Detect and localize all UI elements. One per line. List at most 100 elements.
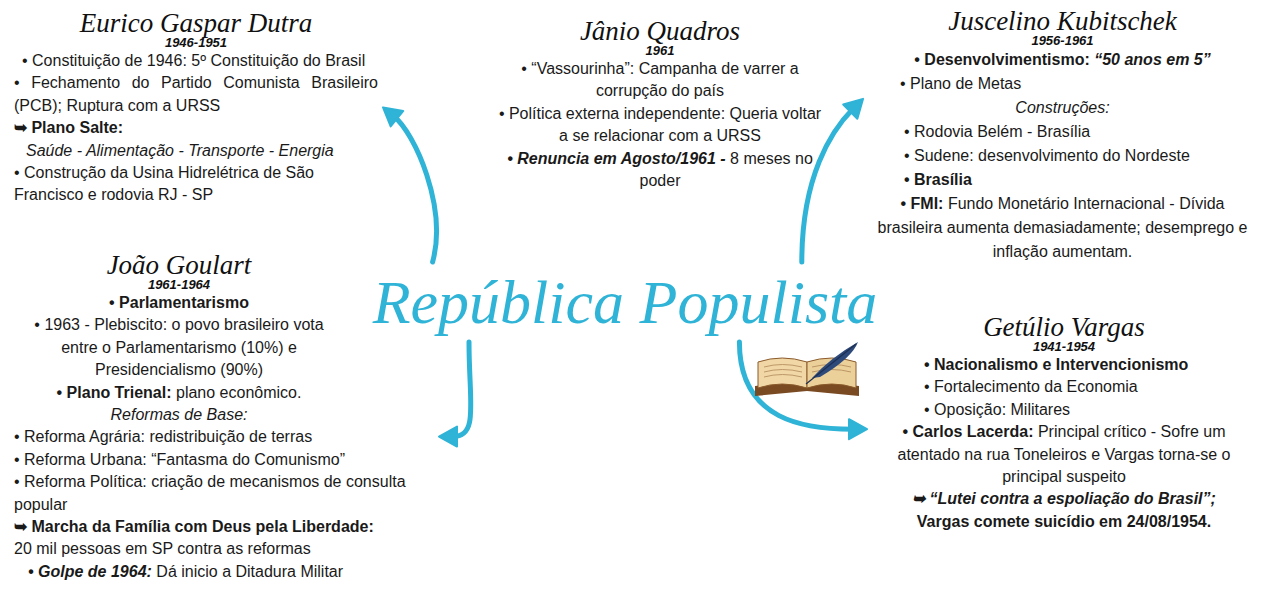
president-section: Juscelino Kubitschek1956-1961• Desenvolv… bbox=[868, 6, 1257, 264]
bullet-text: plano econômico. bbox=[176, 384, 301, 401]
text-line: • Carlos Lacerda:Principal crítico - Sof… bbox=[872, 421, 1256, 488]
text-line: 1961 bbox=[495, 43, 825, 58]
bullet-text: • Política externa independente: Queria … bbox=[499, 105, 821, 144]
bullet-text: 20 mil pessoas em SP contra as reformas bbox=[14, 538, 434, 560]
main-title: República Populista bbox=[373, 268, 878, 336]
text-line: Reformas de Base: bbox=[14, 404, 434, 426]
text-line: 1946-1951 bbox=[14, 35, 378, 50]
text-line: ➥ Plano Salte: bbox=[14, 117, 378, 139]
text-line: • “Vassourinha”: Campanha de varrer a co… bbox=[495, 58, 825, 103]
text-line: • Oposição: Militares bbox=[872, 399, 1256, 421]
bullet-text: Saúde - Alimentação - Transporte - Energ… bbox=[26, 142, 334, 159]
text-line: • Sudene: desenvolvimento do Nordeste bbox=[868, 144, 1257, 168]
bullet-text: • Renuncia em Agosto/1961 - bbox=[507, 150, 725, 167]
text-line: • Fechamento do Partido Comunista Brasil… bbox=[14, 72, 378, 117]
bullet-text: • Sudene: desenvolvimento do Nordeste bbox=[904, 147, 1190, 164]
text-line: João Goulart bbox=[14, 250, 434, 280]
bullet-text: • Oposição: Militares bbox=[924, 401, 1070, 418]
text-line: • Reforma Política: criação de mecanismo… bbox=[14, 471, 434, 516]
bullet-text: • Rodovia Belém - Brasília bbox=[904, 123, 1090, 140]
bullet-text: • Desenvolvimentismo: bbox=[914, 51, 1089, 68]
bullet-text: • Constituição de 1946: 5º Constituição … bbox=[22, 52, 365, 69]
president-section: Getúlio Vargas1941-1954 • Nacionalismo e … bbox=[872, 312, 1256, 533]
bullet-text: • Construção da Usina Hidrelétrica de Sã… bbox=[14, 164, 314, 203]
book-page-left bbox=[758, 358, 807, 388]
text-line: Construções: bbox=[868, 96, 1257, 120]
text-line: 1961-1964 bbox=[14, 277, 434, 292]
bullet-text: • Fortalecimento da Economia bbox=[924, 378, 1138, 395]
text-line: • Constituição de 1946: 5º Constituição … bbox=[14, 50, 378, 72]
bullet-text: “50 anos em 5” bbox=[1094, 51, 1211, 68]
president-section: Eurico Gaspar Dutra1946-1951 • Constituiç… bbox=[14, 8, 378, 207]
text-line: • Fortalecimento da Economia bbox=[872, 376, 1256, 398]
president-section: João Goulart1961-1964 • Parlamentarismo • … bbox=[14, 250, 434, 583]
central-title: República Populista bbox=[365, 262, 885, 342]
connector-line bbox=[802, 109, 853, 262]
arrow-head bbox=[383, 107, 403, 126]
text-line: Saúde - Alimentação - Transporte - Energ… bbox=[14, 140, 378, 162]
bullet-text: • FMI: bbox=[901, 195, 944, 212]
term-dates: 1941-1954 bbox=[872, 339, 1256, 354]
bullet-text: • Plano Trienal: bbox=[57, 384, 172, 401]
bullet-text: • “Vassourinha”: Campanha de varrer a co… bbox=[521, 60, 798, 99]
arrow-head bbox=[439, 427, 457, 447]
text-line: • Política externa independente: Queria … bbox=[495, 103, 825, 148]
bullet-text: ➥ Plano Salte: bbox=[14, 119, 123, 136]
connector-arrow bbox=[739, 342, 867, 439]
term-dates: 1946-1951 bbox=[14, 35, 378, 50]
text-line: 1941-1954 bbox=[872, 339, 1256, 354]
connector-arrow bbox=[802, 99, 863, 262]
text-line: • Construção da Usina Hidrelétrica de Sã… bbox=[14, 162, 378, 207]
text-line: 1956-1961 bbox=[868, 33, 1257, 48]
connector-arrow bbox=[383, 107, 436, 262]
term-dates: 1956-1961 bbox=[868, 33, 1257, 48]
term-dates: 1961 bbox=[495, 43, 825, 58]
text-line: • Rodovia Belém - Brasília bbox=[868, 120, 1257, 144]
text-line: ➥ “Lutei contra a espoliação do Brasil”;… bbox=[872, 488, 1256, 533]
quill-shaft bbox=[806, 344, 856, 384]
name-heading: Juscelino Kubitschek bbox=[868, 6, 1257, 36]
text-line: • Plano de Metas bbox=[868, 72, 1257, 96]
text-line: • Plano Trienal:plano econômico. bbox=[14, 382, 434, 404]
bullet-text: • Nacionalismo e Intervencionismo bbox=[924, 356, 1188, 373]
president-section: Jânio Quadros1961 • “Vassourinha”: Campan… bbox=[495, 16, 825, 192]
bullet-text: • Brasília bbox=[904, 171, 972, 188]
bullet-text: • Reforma Agrária: redistribuição de ter… bbox=[14, 428, 312, 445]
bullet-text: • Parlamentarismo bbox=[109, 294, 249, 311]
text-line: República Populista bbox=[365, 262, 885, 342]
text-line: • Reforma Agrária: redistribuição de ter… bbox=[14, 426, 434, 448]
name-heading: Eurico Gaspar Dutra bbox=[14, 8, 378, 38]
connector-line bbox=[394, 116, 437, 262]
name-heading: Jânio Quadros bbox=[495, 16, 825, 46]
text-line: Getúlio Vargas bbox=[872, 312, 1256, 342]
bullet-text: • Reforma Urbana: “Fantasma do Comunismo… bbox=[14, 451, 345, 468]
bullet-text: • Golpe de 1964: bbox=[28, 563, 152, 580]
text-line: • Desenvolvimentismo: “50 anos em 5” bbox=[868, 48, 1257, 72]
name-heading: Getúlio Vargas bbox=[872, 312, 1256, 342]
book-quill-icon bbox=[752, 340, 862, 402]
text-line: • Nacionalismo e Intervencionismo bbox=[872, 354, 1256, 376]
text-line: • 1963 - Plebiscito: o povo brasileiro v… bbox=[14, 314, 434, 381]
bullet-text: • 1963 - Plebiscito: o povo brasileiro v… bbox=[34, 316, 323, 378]
bullet-text: ➥ Marcha da Família com Deus pela Liberd… bbox=[14, 518, 374, 535]
page-lines bbox=[764, 365, 851, 378]
bullet-text: Reformas de Base: bbox=[111, 406, 248, 423]
bullet-text: ➥ “Lutei contra a espoliação do Brasil”; bbox=[912, 490, 1216, 507]
arrow-head bbox=[849, 419, 867, 439]
text-line: ➥ Marcha da Família com Deus pela Liberd… bbox=[14, 516, 434, 561]
arrow-head bbox=[843, 99, 863, 119]
bullet-text: Vargas comete suicídio em 24/08/1954. bbox=[872, 511, 1256, 533]
text-line: • Parlamentarismo bbox=[14, 292, 434, 314]
text-line: • FMI:Fundo Monetário Internacional - Dí… bbox=[868, 192, 1257, 264]
text-line: • Golpe de 1964:Dá inicio a Ditadura Mil… bbox=[14, 561, 434, 583]
name-heading: João Goulart bbox=[14, 250, 344, 280]
text-line: • Reforma Urbana: “Fantasma do Comunismo… bbox=[14, 449, 434, 471]
text-line: Juscelino Kubitschek bbox=[868, 6, 1257, 36]
bullet-text: • Carlos Lacerda: bbox=[902, 423, 1033, 440]
bullet-text: • Plano de Metas bbox=[900, 75, 1021, 92]
bullet-text: Construções: bbox=[1015, 99, 1109, 116]
bullet-text: Dá inicio a Ditadura Militar bbox=[156, 563, 343, 580]
text-line: Eurico Gaspar Dutra bbox=[14, 8, 378, 38]
term-dates: 1961-1964 bbox=[14, 277, 344, 292]
